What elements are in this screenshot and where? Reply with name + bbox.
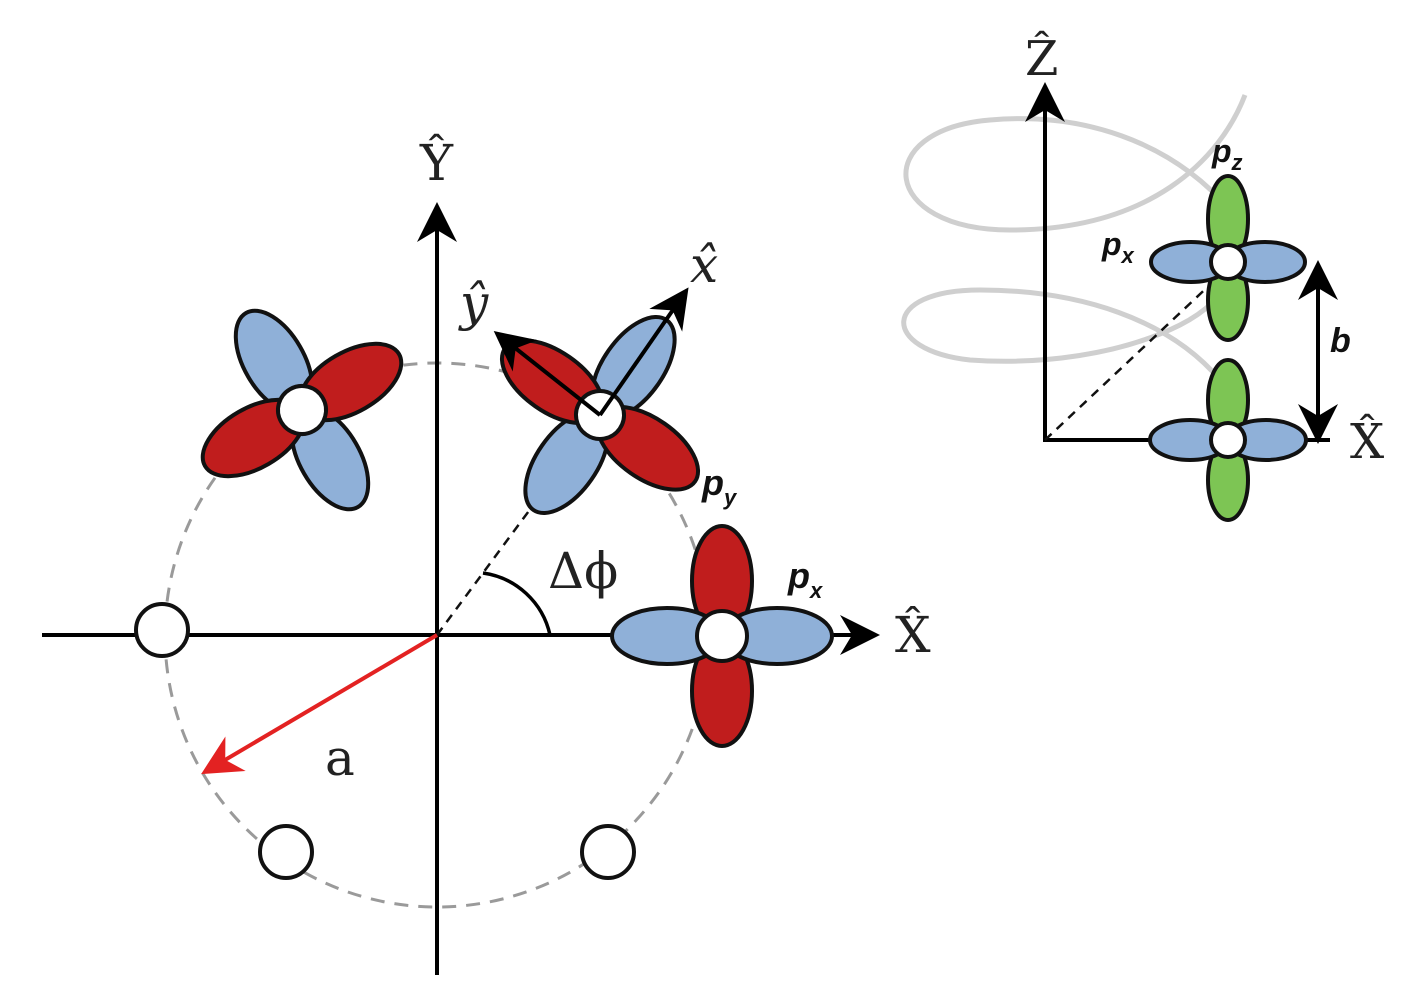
atom-empty (258, 824, 314, 880)
axis-x-side-label: X̂ (1350, 412, 1384, 470)
local-x-label: x̂ (690, 236, 718, 294)
atom-empty (134, 602, 190, 658)
diagonal-ray (1044, 279, 1216, 441)
px-label: px (787, 555, 823, 603)
atom (276, 384, 328, 436)
angle-label: Δϕ (548, 542, 618, 600)
spacing-label: b (1330, 322, 1351, 360)
orbital-lower (1148, 358, 1308, 522)
atom (1209, 243, 1247, 281)
local-x-axis (598, 287, 689, 417)
orbital-on-x-axis (610, 524, 834, 748)
orbital-top-left (200, 308, 404, 512)
py-label: py (701, 462, 738, 510)
axis-y-label: Ŷ (419, 133, 454, 192)
pz-label-base: p (1211, 133, 1232, 169)
py-label-base: p (701, 462, 724, 503)
radius-arrow (201, 633, 439, 775)
py-label-sub: y (723, 485, 738, 510)
pz-label-sub: z (1231, 150, 1243, 175)
px-side-label-base: p (1101, 226, 1122, 262)
atom (1209, 421, 1247, 459)
px-side-label-sub: x (1121, 243, 1135, 268)
px-label-base: p (787, 555, 810, 596)
radius-label: a (325, 729, 355, 787)
atom (695, 609, 749, 663)
pz-label: pz (1211, 133, 1243, 175)
px-label-sub: x (809, 578, 823, 603)
axis-x-label: X̂ (895, 605, 931, 664)
side-panel: Ẑ X̂ b pz px (901, 30, 1384, 522)
main-panel: Ŷ X̂ x̂ ŷ Δϕ a py px (42, 133, 931, 975)
orbital-upper (1149, 174, 1307, 342)
angle-arc (482, 571, 552, 636)
local-y-label: ŷ (458, 274, 489, 332)
local-y-axis (493, 331, 602, 417)
axis-z-label: Ẑ (1025, 30, 1058, 87)
atom-empty (580, 824, 636, 880)
px-side-label: px (1101, 226, 1135, 268)
